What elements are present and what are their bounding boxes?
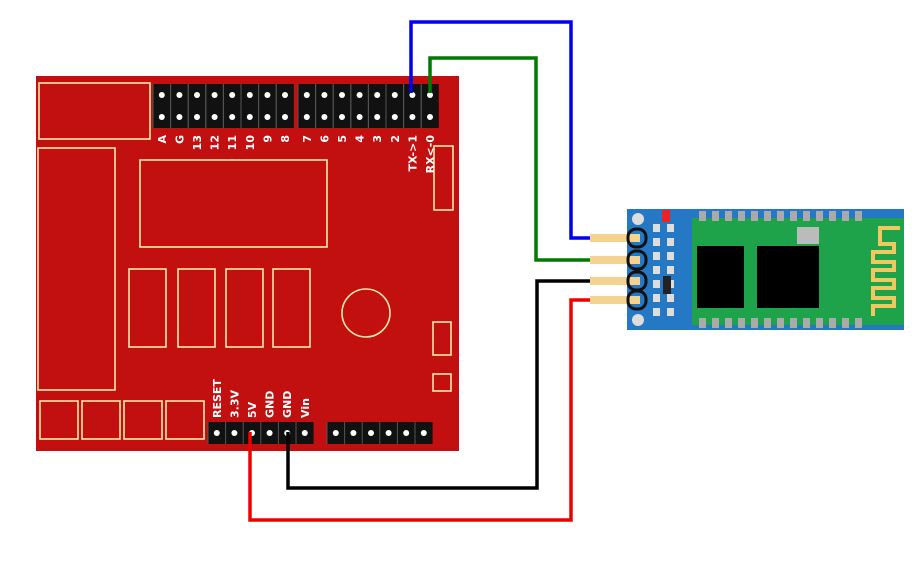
pin-label: 5 — [336, 135, 349, 143]
board-component-outline — [123, 400, 163, 440]
green-wire — [428, 56, 590, 262]
header-pin[interactable] — [176, 92, 183, 98]
header-pin[interactable] — [264, 92, 271, 98]
board-component-outline — [272, 268, 311, 348]
chip — [757, 246, 819, 308]
pin-label: 8 — [279, 135, 292, 143]
header-pin[interactable] — [391, 114, 398, 120]
header-pin[interactable] — [409, 92, 416, 98]
header-pin[interactable] — [282, 92, 288, 98]
header-pin[interactable] — [339, 114, 345, 120]
module-pin — [590, 277, 640, 285]
header-pin[interactable] — [321, 92, 328, 98]
header-pin[interactable] — [158, 92, 165, 98]
header-pin[interactable] — [321, 114, 328, 120]
header-pin[interactable] — [427, 114, 433, 120]
header-pin[interactable] — [231, 430, 238, 436]
pin-label: 9 — [261, 135, 274, 143]
pin-label: 4 — [354, 135, 367, 143]
header-pin[interactable] — [264, 114, 271, 120]
pin-label: 11 — [226, 135, 239, 150]
header-pin[interactable] — [350, 430, 357, 436]
power-header — [207, 422, 314, 444]
board-component-outline — [341, 288, 391, 338]
header-pin[interactable] — [213, 430, 220, 436]
board-component-outline — [39, 400, 79, 440]
module-pin — [590, 234, 640, 242]
header-pin[interactable] — [211, 92, 218, 98]
header-pin[interactable] — [246, 92, 253, 98]
black-wire — [286, 279, 590, 490]
board-component-outline — [177, 268, 216, 348]
header-pin[interactable] — [194, 92, 200, 98]
board-component-outline — [433, 145, 454, 211]
pin-label: G — [173, 135, 186, 144]
pin-label: GND — [281, 391, 294, 418]
header-pin[interactable] — [356, 114, 363, 120]
analog-header — [326, 422, 433, 444]
board-component-outline — [37, 147, 116, 391]
antenna — [871, 226, 900, 316]
header-pin[interactable] — [282, 114, 288, 120]
header-pin[interactable] — [301, 430, 308, 436]
pin-label: 5V — [246, 401, 259, 418]
header-pin[interactable] — [332, 430, 339, 436]
header-pin[interactable] — [368, 430, 374, 436]
pin-label: 3 — [371, 135, 384, 143]
module-pin — [590, 256, 640, 264]
pin-label: 7 — [301, 135, 314, 143]
pin-label: RX<-0 — [424, 135, 437, 174]
header-pin[interactable] — [229, 92, 236, 98]
header-pin[interactable] — [339, 92, 345, 98]
pin-label: Vin — [299, 398, 312, 418]
header-pin[interactable] — [176, 114, 183, 120]
red-wire — [248, 298, 590, 522]
board-component-outline — [432, 321, 452, 356]
pin-label: 2 — [389, 135, 402, 143]
header-pin[interactable] — [391, 92, 398, 98]
pin-label: 10 — [244, 135, 257, 151]
header-pin[interactable] — [229, 114, 236, 120]
header-pin[interactable] — [409, 114, 416, 120]
board-component-outline — [38, 82, 151, 140]
header-pin[interactable] — [356, 92, 363, 98]
pin-label: TX->1 — [406, 135, 419, 172]
header-pin[interactable] — [374, 92, 381, 98]
header-pin[interactable] — [420, 430, 427, 436]
chip — [697, 246, 744, 308]
board-component-outline — [128, 268, 167, 348]
header-pin[interactable] — [246, 114, 253, 120]
header-pin[interactable] — [385, 430, 392, 436]
board-component-outline — [139, 159, 328, 248]
digital-header-right — [297, 84, 439, 128]
board-component-outline — [81, 400, 121, 440]
board-component-outline — [225, 268, 264, 348]
header-pin[interactable] — [303, 114, 310, 120]
module-pin — [590, 296, 640, 304]
pin-label: 6 — [318, 135, 331, 143]
header-pin[interactable] — [211, 114, 218, 120]
pin-label: RESET — [211, 379, 224, 418]
pin-label: A — [156, 135, 169, 144]
digital-header-left — [152, 84, 294, 128]
pin-label: 12 — [209, 135, 222, 150]
board-component-outline — [432, 373, 452, 392]
board-component-outline — [165, 400, 205, 440]
pin-label: GND — [264, 391, 277, 418]
header-pin[interactable] — [303, 92, 310, 98]
header-pin[interactable] — [194, 114, 200, 120]
pin-label: 3.3V — [228, 390, 241, 418]
hc05-bluetooth-module — [627, 209, 904, 330]
header-pin[interactable] — [158, 114, 165, 120]
wires — [248, 20, 590, 522]
pin-label: 13 — [191, 135, 204, 150]
blue-wire — [409, 20, 590, 240]
header-pin[interactable] — [427, 92, 433, 98]
header-pin[interactable] — [374, 114, 381, 120]
header-pin[interactable] — [266, 430, 273, 436]
header-pin[interactable] — [403, 430, 410, 436]
